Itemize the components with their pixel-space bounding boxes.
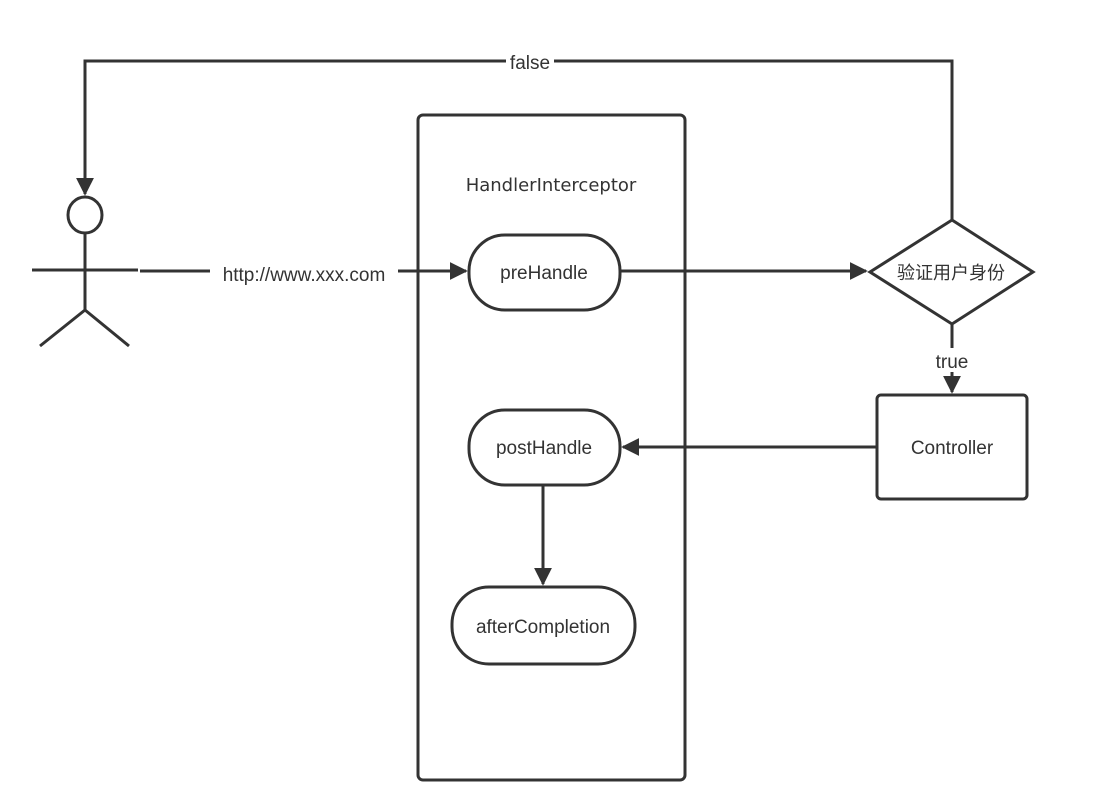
edge-request: http://www.xxx.com <box>140 260 468 286</box>
node-posthandle: postHandle <box>467 408 622 487</box>
container-title: HandlerInterceptor <box>466 175 637 196</box>
edge-false: false <box>76 51 954 220</box>
node-decision: 验证用户身份 <box>867 218 1036 326</box>
node-aftercompletion: afterCompletion <box>450 585 637 666</box>
node-controller: Controller <box>875 393 1029 501</box>
node-posthandle-label: postHandle <box>496 438 592 459</box>
node-prehandle: preHandle <box>467 233 622 312</box>
edge-false-label: false <box>510 53 550 74</box>
node-prehandle-label: preHandle <box>500 263 588 284</box>
node-aftercompletion-label: afterCompletion <box>476 617 610 638</box>
edge-true-label: true <box>936 352 969 373</box>
user-actor-icon <box>32 195 138 348</box>
node-controller-label: Controller <box>911 438 994 459</box>
node-decision-label: 验证用户身份 <box>897 263 1005 284</box>
edge-true: true <box>930 324 974 394</box>
edge-request-label: http://www.xxx.com <box>223 265 386 286</box>
